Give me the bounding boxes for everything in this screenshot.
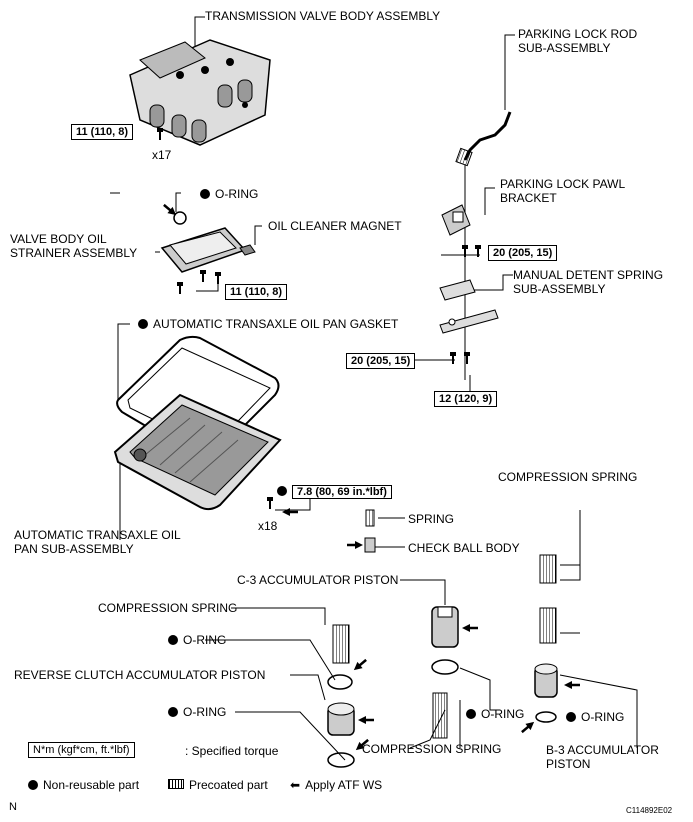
non-reusable-icon xyxy=(200,189,210,199)
label-oil-cleaner-magnet: OIL CLEANER MAGNET xyxy=(268,219,402,233)
torque-t4: 20 (205, 15) xyxy=(346,353,416,369)
non-reusable-icon xyxy=(566,712,576,722)
legend-non-reusable: Non-reusable part xyxy=(28,778,139,792)
label-torque-t6: 7.8 (80, 69 in.*lbf) xyxy=(277,484,392,499)
mid-spring-drawing xyxy=(432,692,448,739)
compression-spring-right-drawing xyxy=(539,554,557,644)
strainer-drawing xyxy=(160,200,256,295)
label-o-ring-right: O-RING xyxy=(566,710,624,724)
legend-precoated: Precoated part xyxy=(168,778,268,792)
label-o-ring-left1: O-RING xyxy=(168,633,226,647)
label-pan-gasket: AUTOMATIC TRANSAXLE OIL PAN GASKET xyxy=(138,317,398,331)
non-reusable-icon xyxy=(138,319,148,329)
footer-left-code: N xyxy=(9,801,17,813)
label-o-ring-mid: O-RING xyxy=(466,707,524,721)
pawl-bracket-drawing xyxy=(441,204,482,258)
non-reusable-icon xyxy=(168,635,178,645)
count-x18: x18 xyxy=(258,519,278,533)
torque-t1: 11 (110, 8) xyxy=(71,124,133,140)
label-valve-body: TRANSMISSION VALVE BODY ASSEMBLY xyxy=(205,9,441,23)
c3-piston-drawing xyxy=(431,606,480,675)
label-compression-spring-mid: COMPRESSION SPRING xyxy=(362,742,502,756)
torque-t2: 11 (110, 8) xyxy=(225,284,287,300)
torque-t6: 7.8 (80, 69 in.*lbf) xyxy=(292,485,392,499)
non-reusable-icon xyxy=(277,486,287,496)
label-detent-spring: MANUAL DETENT SPRING SUB-ASSEMBLY xyxy=(513,268,664,296)
label-b3-piston: B-3 ACCUMULATOR PISTON xyxy=(546,743,659,771)
label-spring: SPRING xyxy=(408,512,455,526)
label-compression-spring-left: COMPRESSION SPRING xyxy=(98,601,238,615)
precoated-icon xyxy=(168,779,184,789)
label-o-ring-top: O-RING xyxy=(200,187,258,201)
apply-atf-arrow-icon: ⬅ xyxy=(290,778,301,792)
label-parking-rod: PARKING LOCK ROD SUB-ASSEMBLY xyxy=(518,27,638,55)
count-x17: x17 xyxy=(152,148,172,162)
label-c3-piston: C-3 ACCUMULATOR PISTON xyxy=(237,573,399,587)
parking-rod-drawing xyxy=(455,111,512,167)
torque-t5: 12 (120, 9) xyxy=(434,391,498,407)
non-reusable-icon xyxy=(168,707,178,717)
gasket-drawing xyxy=(116,335,280,459)
spring-checkball-drawing xyxy=(345,509,376,553)
leader-lines xyxy=(110,16,638,761)
label-o-ring-left2: O-RING xyxy=(168,705,226,719)
footer-figure-code: C114892E02 xyxy=(626,806,673,815)
non-reusable-icon xyxy=(28,780,38,790)
detent-spring-drawing xyxy=(439,279,499,365)
label-compression-spring-right: COMPRESSION SPRING xyxy=(498,470,638,484)
legend-apply-atf: ⬅Apply ATF WS xyxy=(290,778,383,792)
non-reusable-icon xyxy=(466,709,476,719)
b3-piston-drawing xyxy=(518,663,582,737)
label-oil-pan: AUTOMATIC TRANSAXLE OIL PAN SUB-ASSEMBLY xyxy=(14,528,181,556)
label-pawl-bracket: PARKING LOCK PAWL BRACKET xyxy=(500,177,625,205)
reverse-clutch-drawing xyxy=(327,624,376,768)
valve-body-drawing xyxy=(129,39,271,146)
oil-pan-drawing xyxy=(113,393,300,518)
label-reverse-piston: REVERSE CLUTCH ACCUMULATOR PISTON xyxy=(14,668,266,682)
label-check-ball: CHECK BALL BODY xyxy=(408,541,520,555)
legend-torque-key: N*m (kgf*cm, ft.*lbf) xyxy=(28,742,135,758)
torque-t3: 20 (205, 15) xyxy=(488,245,558,261)
label-strainer: VALVE BODY OIL STRAINER ASSEMBLY xyxy=(10,232,138,260)
legend-torque-desc: : Specified torque xyxy=(185,744,279,758)
